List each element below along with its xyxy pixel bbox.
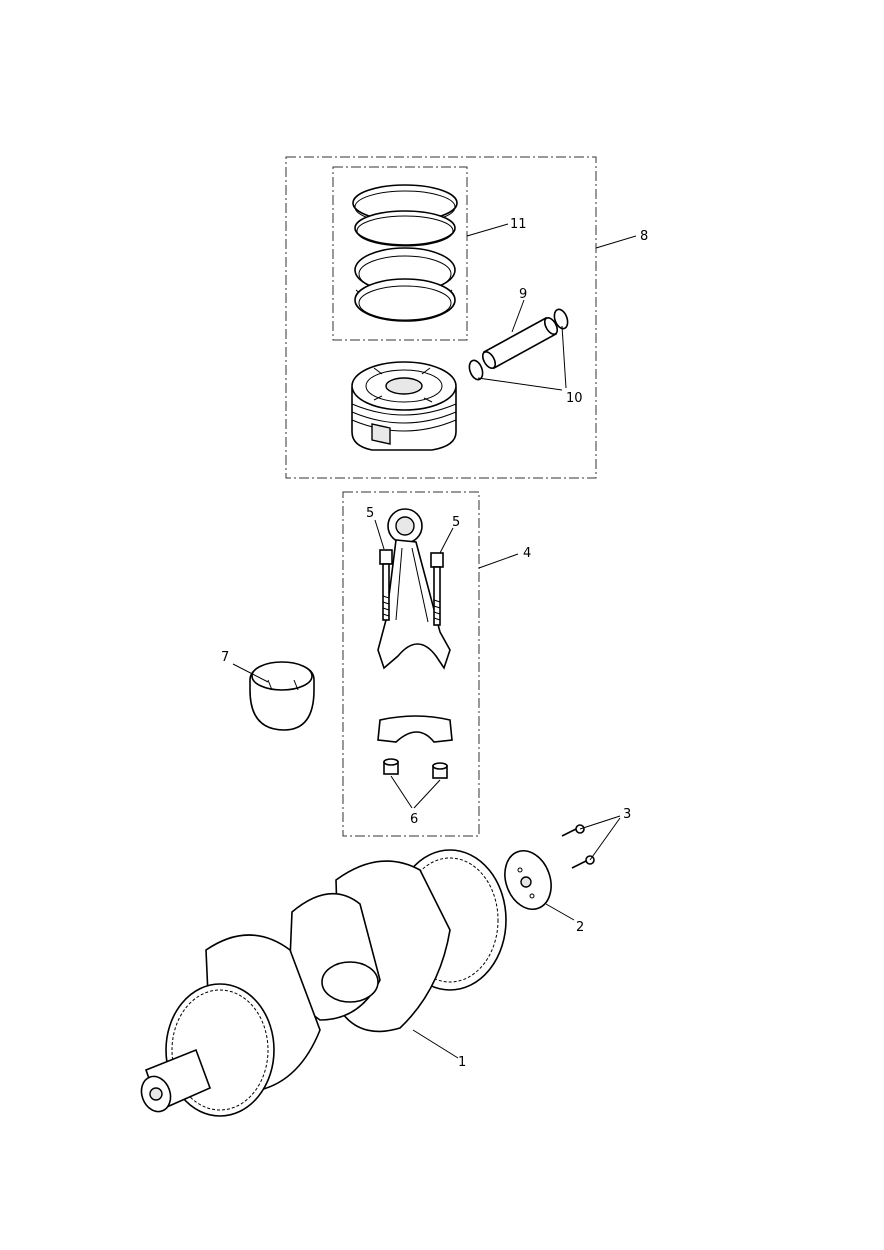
- callout-6: 6: [410, 812, 418, 827]
- big-end-bearing-icon: [249, 661, 315, 731]
- piston-icon: [351, 361, 457, 451]
- callout-8: 8: [640, 229, 648, 244]
- leader-lines: [232, 223, 637, 1059]
- rod-nut-icon: [383, 758, 448, 779]
- piston-assembly-box: [285, 156, 597, 479]
- connecting-rod-icon: [377, 508, 453, 743]
- callout-1: 1: [458, 1055, 466, 1070]
- screw-icon: [561, 824, 595, 869]
- callout-3: 3: [623, 807, 631, 822]
- circlip-icon: [468, 308, 569, 381]
- ring-set-box: [332, 166, 468, 341]
- callout-5-left: 5: [366, 506, 374, 521]
- callout-7: 7: [221, 650, 229, 665]
- conrod-assembly-box: [342, 491, 480, 837]
- gudgeon-pin-icon: [481, 316, 559, 370]
- rod-bolt-icon: [379, 549, 444, 626]
- crankshaft-icon: [140, 849, 507, 1117]
- callout-2: 2: [576, 920, 584, 935]
- callout-4: 4: [523, 546, 531, 561]
- piston-rings-icon: [352, 184, 458, 322]
- callout-9: 9: [519, 287, 527, 302]
- callout-11: 11: [510, 217, 527, 232]
- callout-10: 10: [566, 391, 583, 406]
- callout-5-right: 5: [452, 515, 460, 530]
- thrust-washer-icon: [504, 850, 552, 910]
